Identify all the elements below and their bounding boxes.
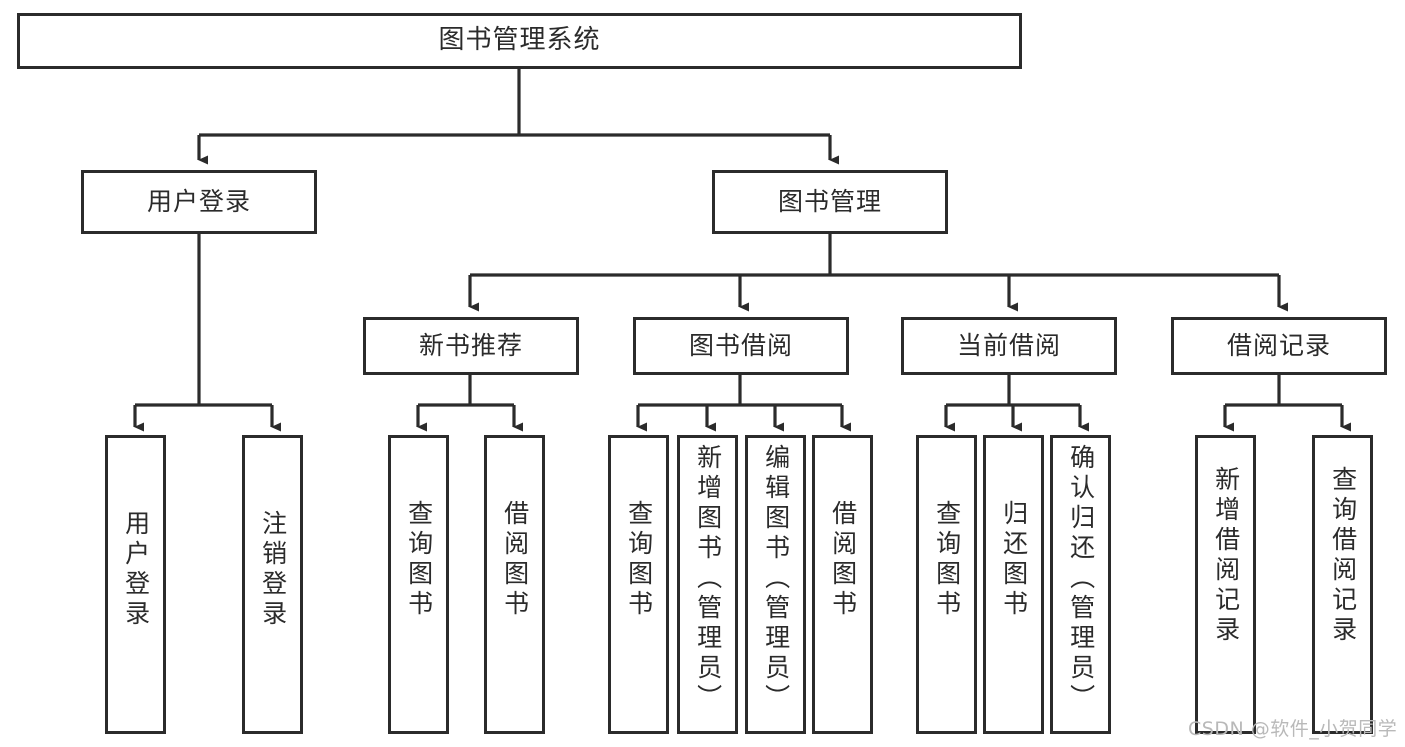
leaf-add-book-admin[interactable]: 新增图书（管理员） bbox=[677, 435, 738, 734]
leaf-query-borrow-record-label: 查询借阅记录 bbox=[1328, 466, 1358, 646]
leaf-confirm-return-admin[interactable]: 确认归还（管理员） bbox=[1050, 435, 1111, 734]
leaf-return-book-label: 归还图书 bbox=[999, 500, 1029, 620]
leaf-confirm-return-admin-label: 确认归还（管理员） bbox=[1066, 444, 1096, 714]
node-book-borrow-label: 图书借阅 bbox=[688, 331, 793, 360]
leaf-query-book-newbook[interactable]: 查询图书 bbox=[388, 435, 449, 734]
leaf-borrow-book-borrow[interactable]: 借阅图书 bbox=[812, 435, 873, 734]
leaf-logout[interactable]: 注销登录 bbox=[242, 435, 303, 734]
leaf-query-borrow-record[interactable]: 查询借阅记录 bbox=[1312, 435, 1373, 734]
watermark-text: CSDN @软件_小贺同学 bbox=[1188, 718, 1398, 740]
leaf-add-book-admin-label: 新增图书（管理员） bbox=[693, 444, 723, 714]
node-book-borrow[interactable]: 图书借阅 bbox=[633, 317, 849, 375]
leaf-user-login-label: 用户登录 bbox=[121, 510, 151, 630]
leaf-borrow-book-borrow-label: 借阅图书 bbox=[828, 500, 858, 620]
leaf-logout-label: 注销登录 bbox=[258, 510, 288, 630]
leaf-borrow-book-newbook-label: 借阅图书 bbox=[500, 500, 530, 620]
node-user-login-label: 用户登录 bbox=[146, 187, 251, 216]
node-book-management[interactable]: 图书管理 bbox=[712, 170, 948, 234]
node-book-management-label: 图书管理 bbox=[777, 187, 882, 216]
leaf-query-book-current-label: 查询图书 bbox=[932, 500, 962, 620]
leaf-return-book[interactable]: 归还图书 bbox=[983, 435, 1044, 734]
leaf-query-book-newbook-label: 查询图书 bbox=[404, 500, 434, 620]
leaf-borrow-book-newbook[interactable]: 借阅图书 bbox=[484, 435, 545, 734]
node-current-borrow[interactable]: 当前借阅 bbox=[901, 317, 1117, 375]
node-new-book-recommend[interactable]: 新书推荐 bbox=[363, 317, 579, 375]
node-borrow-record-label: 借阅记录 bbox=[1226, 331, 1331, 360]
node-new-book-recommend-label: 新书推荐 bbox=[418, 331, 523, 360]
node-root[interactable]: 图书管理系统 bbox=[17, 13, 1022, 69]
leaf-query-book-borrow-label: 查询图书 bbox=[624, 500, 654, 620]
leaf-edit-book-admin[interactable]: 编辑图书（管理员） bbox=[745, 435, 806, 734]
node-root-label: 图书管理系统 bbox=[438, 25, 601, 56]
leaf-user-login[interactable]: 用户登录 bbox=[105, 435, 166, 734]
node-borrow-record[interactable]: 借阅记录 bbox=[1171, 317, 1387, 375]
leaf-query-book-current[interactable]: 查询图书 bbox=[916, 435, 977, 734]
node-current-borrow-label: 当前借阅 bbox=[956, 331, 1061, 360]
leaf-edit-book-admin-label: 编辑图书（管理员） bbox=[761, 444, 791, 714]
leaf-add-borrow-record-label: 新增借阅记录 bbox=[1211, 466, 1241, 646]
leaf-add-borrow-record[interactable]: 新增借阅记录 bbox=[1195, 435, 1256, 734]
leaf-query-book-borrow[interactable]: 查询图书 bbox=[608, 435, 669, 734]
node-user-login[interactable]: 用户登录 bbox=[81, 170, 317, 234]
